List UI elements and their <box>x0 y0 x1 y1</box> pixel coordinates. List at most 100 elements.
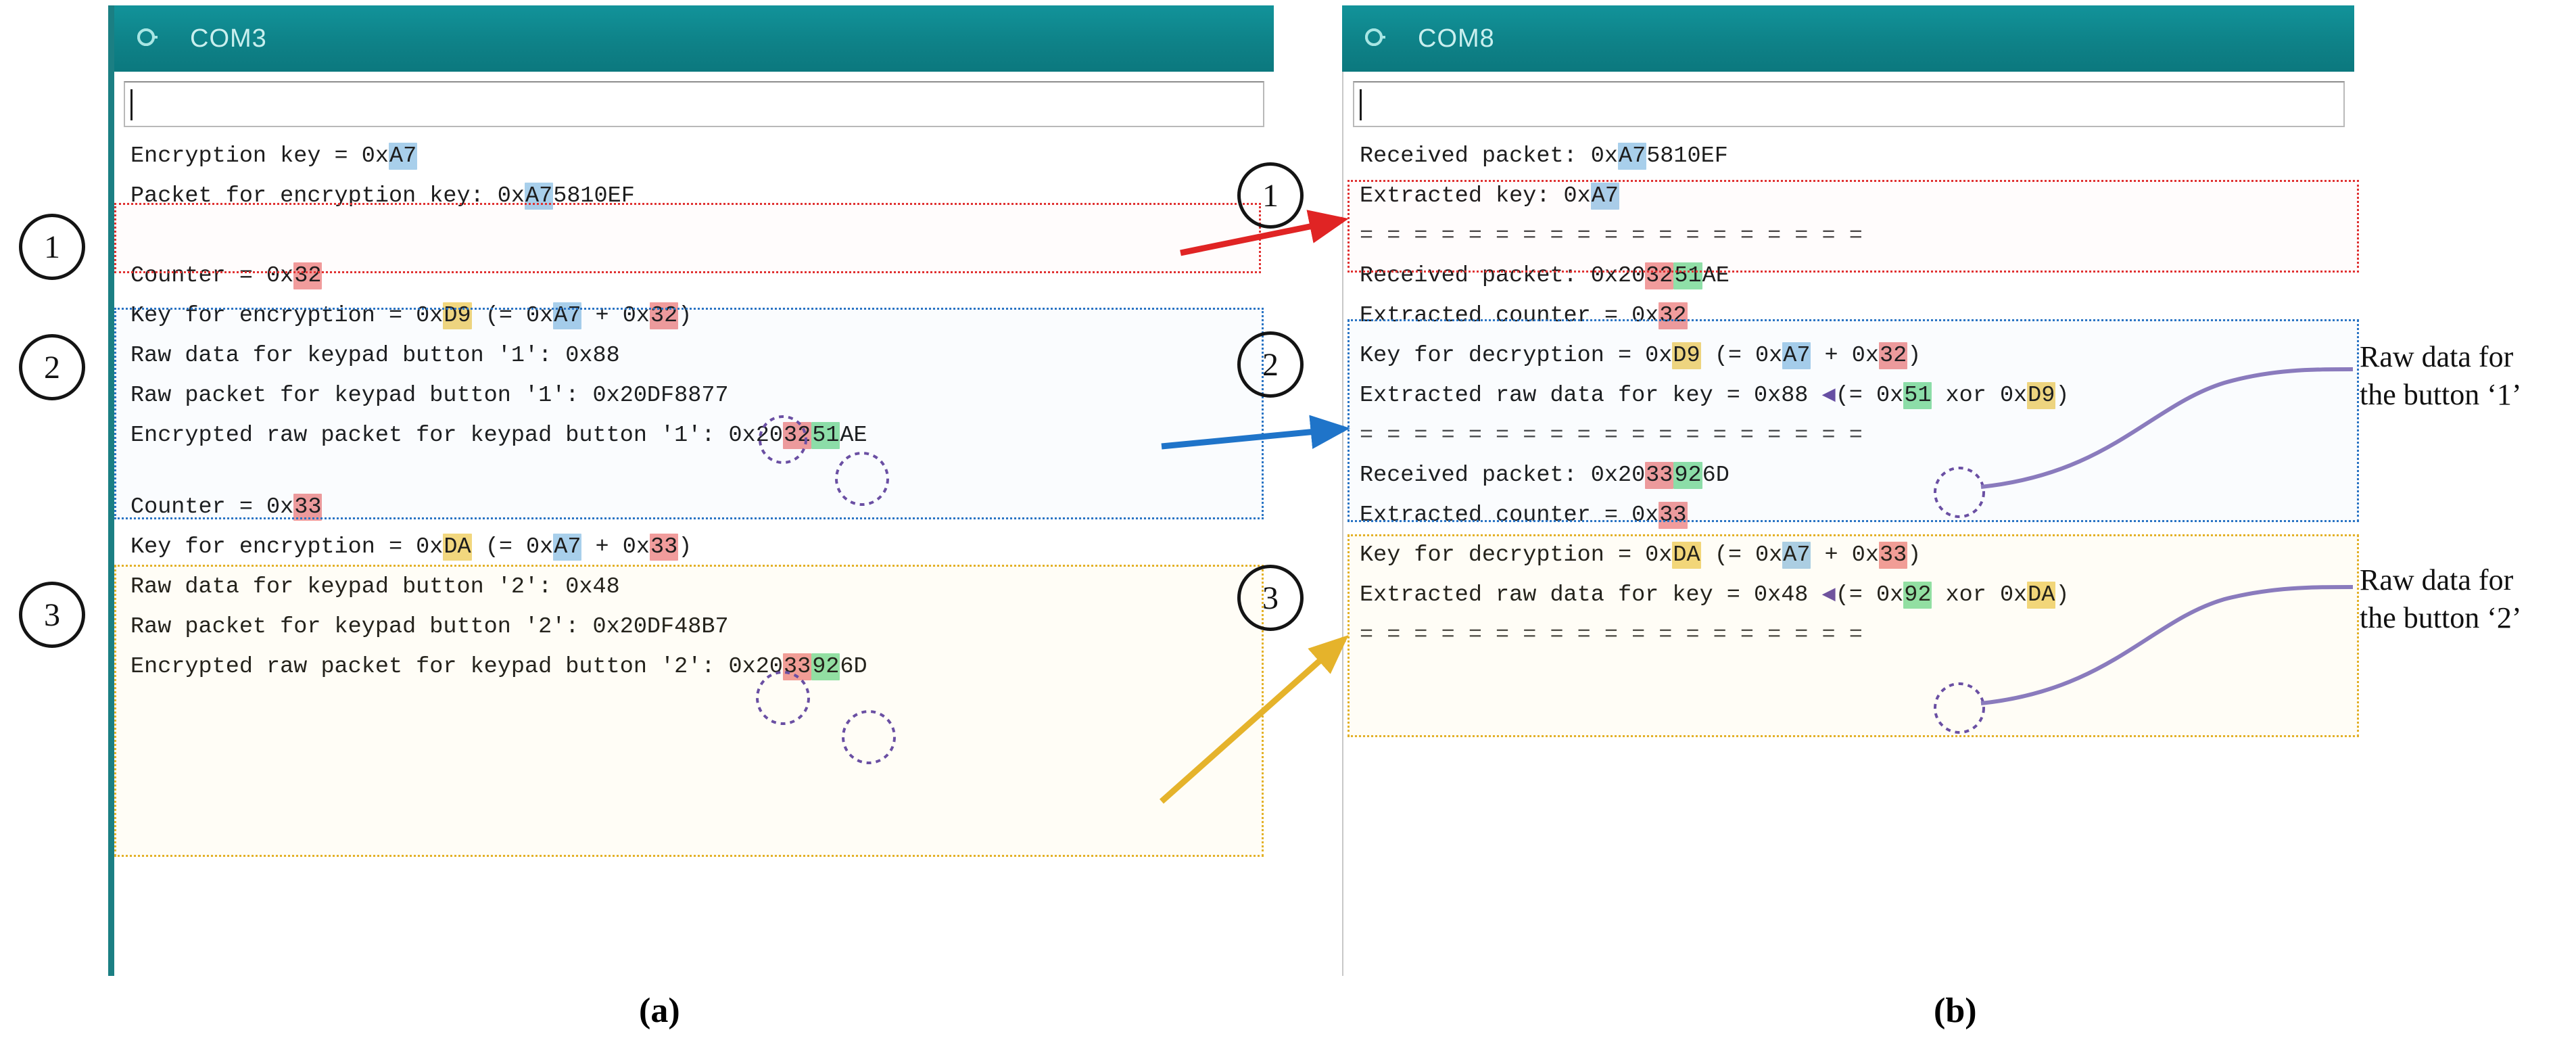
log-text: (= 0x <box>471 534 554 560</box>
log-line-packet-for-key: Packet for encryption key: 0xA75810EF <box>124 177 1264 216</box>
log-line-extracted-key: Extracted key: 0xA7 <box>1353 177 2345 216</box>
log-text: + 0x <box>1811 343 1879 369</box>
value-derived-key: D9 <box>1672 342 1701 369</box>
step-marker-a-2: 2 <box>19 334 85 400</box>
value-counter: 33 <box>293 494 323 521</box>
value-counter: 33 <box>649 534 679 561</box>
step-marker-b-3: 3 <box>1237 565 1304 631</box>
text-caret <box>130 89 133 120</box>
step-marker-b-1: 1 <box>1237 162 1304 229</box>
log-text: 6D <box>840 654 867 680</box>
serial-output-console-com3[interactable]: Encryption key = 0xA7 Packet for encrypt… <box>124 137 1264 958</box>
log-line-encryption-key: Encryption key = 0xA7 <box>124 137 1264 177</box>
log-line-extracted-counter-1: Extracted counter = 0x32 <box>1353 296 2345 336</box>
value-encrypted-data: 51 <box>1903 382 1932 409</box>
log-line-raw-packet-1: Raw packet for keypad button '1': 0x20DF… <box>130 383 729 408</box>
log-line-dec-key-1: Key for decryption = 0xD9 (= 0xA7 + 0x32… <box>1353 336 2345 376</box>
log-line-received-key-packet: Received packet: 0xA75810EF <box>1353 137 2345 177</box>
log-line-extracted-raw-1: Extracted raw data for key = 0x88 ◀(= 0x… <box>1353 376 2345 416</box>
value-counter: 33 <box>1645 462 1674 489</box>
value-derived-key: D9 <box>443 302 472 329</box>
log-text: ) <box>1907 343 1922 369</box>
log-text: (= 0x <box>1700 343 1783 369</box>
log-line-extracted-raw-2: Extracted raw data for key = 0x48 ◀(= 0x… <box>1353 576 2345 615</box>
value-derived-key: DA <box>443 534 472 561</box>
value-encrypted-data: 51 <box>1673 262 1702 289</box>
log-text: Key for encryption = 0x <box>130 303 444 329</box>
serial-monitor-window-com3: COM3 Encryption key = 0xA7 Packet for en… <box>108 5 1274 976</box>
value-counter: 32 <box>782 422 812 449</box>
log-text: Key for decryption = 0x <box>1360 542 1673 568</box>
log-separator-3: = = = = = = = = = = = = = = = = = = = <box>1360 622 1863 648</box>
log-line-raw-data-1: Raw data for keypad button '1': 0x88 <box>130 343 620 369</box>
log-text: Received packet: 0x <box>1360 143 1618 169</box>
log-text: Packet for encryption key: 0x <box>130 183 525 209</box>
annotation-raw-data-button-1: Raw data for the button ‘1’ <box>2360 340 2522 411</box>
figure-caption-a: (a) <box>639 991 680 1030</box>
value-counter: 32 <box>649 302 679 329</box>
value-counter: 32 <box>1878 342 1908 369</box>
log-line-enc-packet-1: Encrypted raw packet for keypad button '… <box>124 416 1264 456</box>
value-derived-key: DA <box>2027 582 2056 609</box>
log-text: ) <box>678 534 692 560</box>
log-text: Extracted counter = 0x <box>1360 502 1659 528</box>
value-key: A7 <box>1782 342 1811 369</box>
value-counter: 32 <box>1645 262 1674 289</box>
log-line-enc-packet-2: Encrypted raw packet for keypad button '… <box>124 647 1264 687</box>
log-separator-2: = = = = = = = = = = = = = = = = = = = <box>1360 423 1863 448</box>
log-text: Encrypted raw packet for keypad button '… <box>130 654 783 680</box>
value-counter: 32 <box>293 262 323 289</box>
log-text: AE <box>1702 263 1730 289</box>
log-text: Key for decryption = 0x <box>1360 343 1673 369</box>
value-derived-key: D9 <box>2027 382 2056 409</box>
value-counter: 33 <box>782 653 812 680</box>
value-encrypted-data: 92 <box>811 653 840 680</box>
log-line-raw-packet-2: Raw packet for keypad button '2': 0x20DF… <box>130 614 729 640</box>
log-text: (= 0x <box>1700 542 1783 568</box>
log-line-extracted-counter-2: Extracted counter = 0x33 <box>1353 496 2345 536</box>
serial-output-console-com8[interactable]: Received packet: 0xA75810EF Extracted ke… <box>1353 137 2345 958</box>
window-titlebar-com8: COM8 <box>1342 5 2354 72</box>
value-counter: 33 <box>1659 502 1688 529</box>
xor-arrow-icon: ◀ <box>1821 582 1836 608</box>
annotation-raw-data-button-2: Raw data for the button ‘2’ <box>2360 563 2522 634</box>
log-text: + 0x <box>581 534 650 560</box>
value-counter: 32 <box>1659 302 1688 329</box>
serial-send-input-com3[interactable] <box>124 81 1264 127</box>
log-text: Received packet: 0x20 <box>1360 463 1646 488</box>
log-text: + 0x <box>581 303 650 329</box>
serial-send-input-com8[interactable] <box>1353 81 2345 127</box>
window-title-com8: COM8 <box>1418 24 1495 53</box>
text-caret <box>1360 89 1362 120</box>
log-line-enc-key-2: Key for encryption = 0xDA (= 0xA7 + 0x33… <box>124 528 1264 567</box>
log-line-counter-1: Counter = 0x32 <box>124 256 1264 296</box>
log-text: Extracted counter = 0x <box>1360 303 1659 329</box>
log-text: Counter = 0x <box>130 494 294 520</box>
log-text: ) <box>2055 383 2070 408</box>
log-line-raw-data-2: Raw data for keypad button '2': 0x48 <box>130 574 620 600</box>
log-line-enc-key-1: Key for encryption = 0xD9 (= 0xA7 + 0x32… <box>124 296 1264 336</box>
log-text: (= 0x <box>471 303 554 329</box>
xor-arrow-icon: ◀ <box>1821 383 1836 408</box>
log-separator-1: = = = = = = = = = = = = = = = = = = = <box>1360 223 1863 249</box>
value-derived-key: DA <box>1672 542 1701 569</box>
serial-monitor-window-com8: COM8 Received packet: 0xA75810EF Extract… <box>1342 5 2354 976</box>
step-marker-b-2: 2 <box>1237 331 1304 398</box>
log-line-received-packet-1: Received packet: 0x203251AE <box>1353 256 2345 296</box>
log-text: (= 0x <box>1835 383 1904 408</box>
log-text: Extracted raw data for key = 0x48 <box>1360 582 1822 608</box>
log-text: 5810EF <box>1646 143 1728 169</box>
value-encrypted-data: 92 <box>1673 462 1702 489</box>
log-line-counter-2: Counter = 0x33 <box>124 488 1264 528</box>
arduino-infinity-icon <box>137 28 172 49</box>
value-key: A7 <box>1617 143 1647 170</box>
log-text: ) <box>2055 582 2070 608</box>
value-key: A7 <box>1590 183 1619 210</box>
log-text: Extracted key: 0x <box>1360 183 1591 209</box>
log-text: ) <box>1907 542 1922 568</box>
figure-caption-b: (b) <box>1934 991 1977 1030</box>
step-marker-a-1: 1 <box>19 214 85 280</box>
log-text: 6D <box>1702 463 1730 488</box>
log-text: xor 0x <box>1932 582 2028 608</box>
step-marker-a-3: 3 <box>19 582 85 648</box>
